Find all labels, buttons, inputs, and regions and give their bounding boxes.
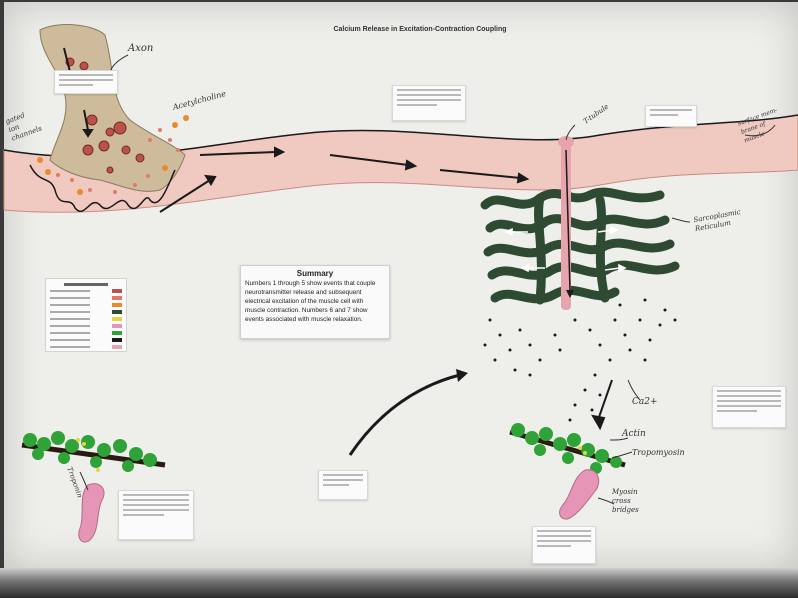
sarcoplasmic-reticulum (485, 192, 675, 300)
step-card-5 (118, 490, 194, 540)
calcium-to-actin-arrow (593, 380, 612, 428)
myosin-head-right (560, 470, 599, 519)
step-card-2 (392, 85, 466, 121)
calcium-reuptake-arrow (350, 369, 468, 455)
actin-filament-right (510, 423, 625, 474)
poster-title: Calcium Release in Excitation-Contractio… (300, 26, 540, 33)
summary-title: Summary (241, 269, 389, 278)
label-calcium: Ca2+ (632, 398, 658, 407)
summary-text: Numbers 1 through 5 show events that cou… (241, 278, 389, 324)
label-tropomyosin: Tropomyosin (632, 448, 685, 457)
step-card-3 (645, 105, 697, 127)
label-actin: Actin (622, 430, 646, 439)
label-myosin-cross-bridges: Myosin cross bridges (612, 488, 639, 515)
step-card-1 (54, 70, 118, 94)
label-axon: Axon (128, 44, 153, 53)
step-card-7 (712, 386, 786, 428)
summary-card: Summary Numbers 1 through 5 show events … (240, 265, 390, 339)
actin-filament-left (22, 431, 165, 472)
step-card-6 (532, 526, 596, 564)
color-coded-key (45, 278, 127, 352)
step-card-4 (318, 470, 368, 500)
